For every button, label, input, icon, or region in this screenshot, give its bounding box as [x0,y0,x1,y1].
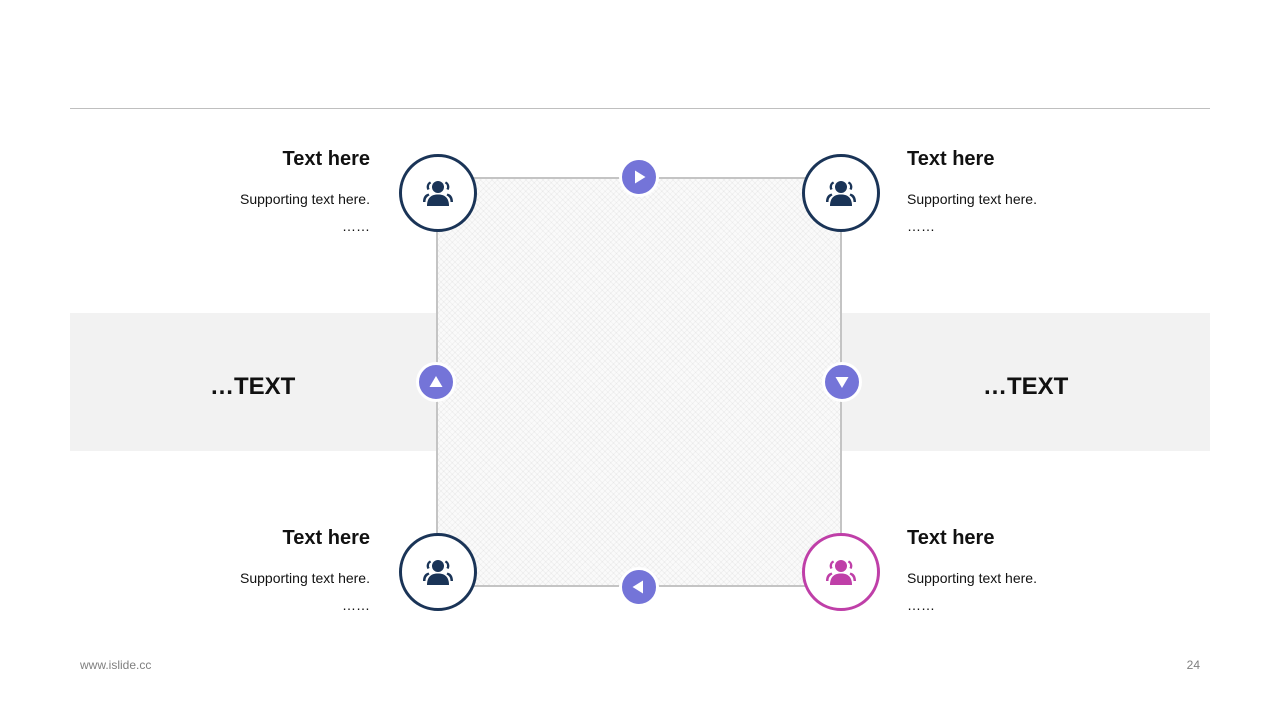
arrow-right-icon [635,170,646,184]
users-icon [826,181,856,206]
arrow-left-icon [632,580,643,594]
band-right: …TEXT [842,313,1210,451]
band-left: …TEXT [70,313,436,451]
item-3-subtitle: Supporting text here. [240,570,370,586]
footer-website: www.islide.cc [80,658,152,672]
arrow-up-marker [416,362,456,402]
node-bottom-right [802,533,880,611]
arrow-down-marker [822,362,862,402]
node-top-left [399,154,477,232]
node-bottom-left [399,533,477,611]
item-1-more: …… [342,218,370,234]
arrow-right-marker [619,157,659,197]
users-icon [423,560,453,585]
arrow-down-icon [835,377,849,388]
item-2-title: Text here [907,148,995,170]
item-4-more: …… [907,597,935,613]
band-left-text: …TEXT [210,373,296,400]
arrow-left-marker [619,567,659,607]
node-top-right [802,154,880,232]
users-icon [423,181,453,206]
page-number: 24 [1186,658,1200,672]
item-1-subtitle: Supporting text here. [240,191,370,207]
item-4-title: Text here [907,527,995,549]
item-3-more: …… [342,597,370,613]
cycle-square [436,177,842,587]
item-2-subtitle: Supporting text here. [907,191,1037,207]
top-divider [70,108,1210,109]
item-4-subtitle: Supporting text here. [907,570,1037,586]
users-icon [826,560,856,585]
item-2-more: …… [907,218,935,234]
arrow-up-icon [429,376,443,387]
band-right-text: …TEXT [983,373,1069,400]
item-1-title: Text here [282,148,370,170]
item-3-title: Text here [282,527,370,549]
